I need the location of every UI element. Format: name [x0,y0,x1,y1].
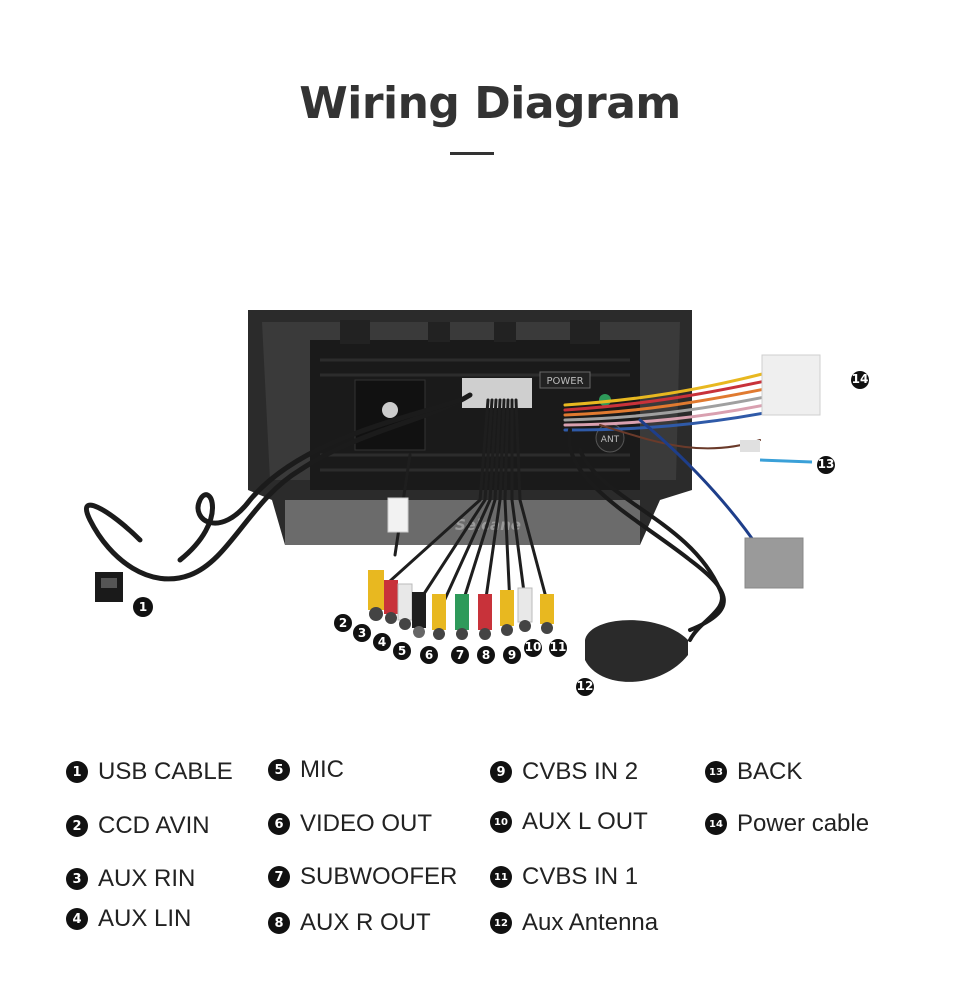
legend-item-aux-lin: 4 AUX LIN [66,905,191,933]
legend-label: Aux Antenna [522,909,659,936]
legend-number: 2 [66,815,88,837]
legend-label: VIDEO OUT [300,810,433,837]
legend-item-cvbs-in-1: 11 CVBS IN 1 [490,863,638,891]
legend-item-aux-l-out: 10 AUX L OUT [490,808,648,836]
legend-number: 11 [490,866,512,888]
power-plug [761,354,821,416]
svg-text:5: 5 [398,644,406,658]
svg-text:1: 1 [139,600,147,614]
legend-item-ccd-avin: 2 CCD AVIN [66,812,210,840]
legend-number: 8 [268,912,290,934]
legend-item-back: 13 BACK [705,758,802,786]
legend-number: 6 [268,813,290,835]
ant-label: ANT [601,435,620,445]
legend-number: 12 [490,912,512,934]
legend-item-aux-r-out: 8 AUX R OUT [268,909,431,937]
legend-label: USB CABLE [98,758,233,785]
legend-label: AUX RIN [98,865,196,892]
svg-text:6: 6 [425,648,433,662]
svg-text:7: 7 [456,648,464,662]
legend-number: 3 [66,868,88,890]
legend-item-mic: 5 MIC [268,756,344,784]
legend-label: AUX LIN [98,905,192,932]
svg-text:11: 11 [550,640,567,654]
svg-text:4: 4 [378,635,386,649]
legend-item-power-cable: 14 Power cable [705,810,869,838]
svg-text:3: 3 [358,626,366,640]
rca-connectors [368,570,554,640]
svg-text:9: 9 [508,648,516,662]
legend-number: 10 [490,811,512,833]
antenna-puck [585,620,688,682]
diagram-markers: 1 2 3 4 5 6 7 8 9 10 11 12 13 14 [133,371,869,696]
legend-label: CVBS IN 2 [522,758,639,785]
legend-number: 5 [268,759,290,781]
page-title: Wiring Diagram [299,78,681,129]
legend-label: SUBWOOFER [300,863,458,890]
legend-item-aux-rin: 3 AUX RIN [66,865,195,893]
svg-text:12: 12 [577,679,594,693]
legend-number: 13 [705,761,727,783]
legend-label: Power cable [737,810,870,837]
legend-number: 14 [705,813,727,835]
cables [83,370,772,642]
svg-text:13: 13 [818,457,835,471]
legend-item-cvbs-in-2: 9 CVBS IN 2 [490,758,638,786]
legend-item-video-out: 6 VIDEO OUT [268,810,432,838]
wiring-diagram-illustration: POWER ANT Seicane [83,310,869,696]
legend-number: 7 [268,866,290,888]
legend-label: CCD AVIN [98,812,210,839]
legend-label: BACK [737,758,803,785]
legend-item-usb-cable: 1 USB CABLE [66,758,233,786]
legend-label: AUX R OUT [300,909,431,936]
legend-number: 9 [490,761,512,783]
aux-plug [744,537,804,589]
legend-item-subwoofer: 7 SUBWOOFER [268,863,457,891]
legend-label: MIC [300,756,344,783]
legend-number: 1 [66,761,88,783]
legend-label: CVBS IN 1 [522,863,639,890]
svg-text:14: 14 [852,372,869,386]
legend-number: 4 [66,908,88,930]
svg-text:10: 10 [525,640,542,654]
legend-item-aux-antenna: 12 Aux Antenna [490,909,658,937]
power-label: POWER [546,376,583,387]
title-divider [450,152,494,155]
legend-label: AUX L OUT [522,808,648,835]
svg-text:2: 2 [339,616,347,630]
svg-text:8: 8 [482,648,490,662]
